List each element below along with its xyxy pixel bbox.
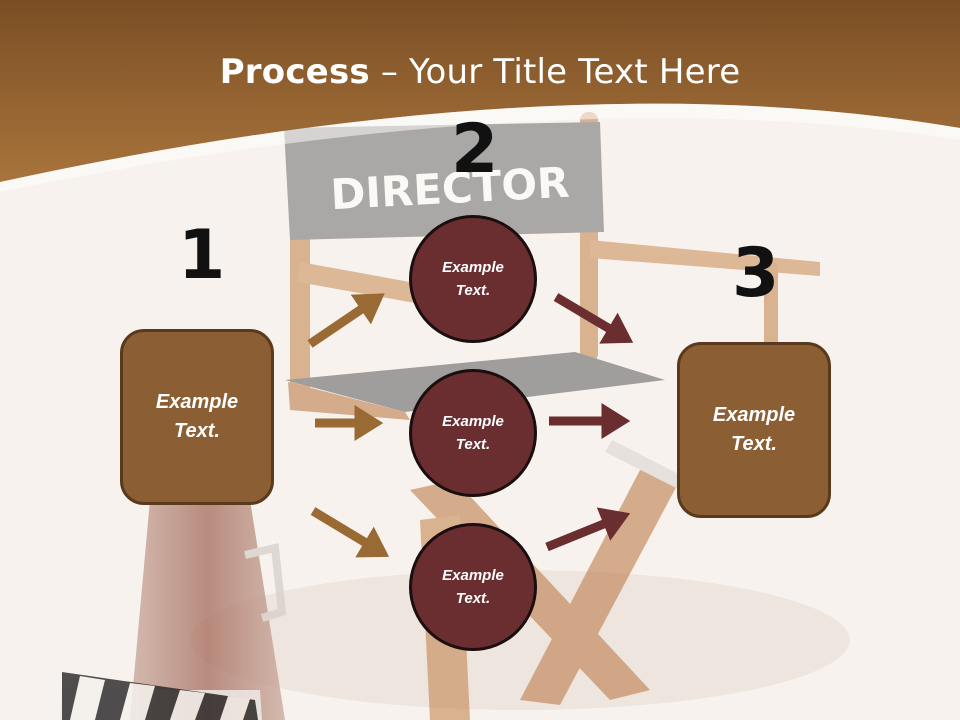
step-number-2: 2 (451, 110, 499, 189)
title-rest: – Your Title Text Here (369, 52, 741, 92)
clapperboard-image (60, 672, 262, 720)
step-number-3: 3 (732, 234, 780, 313)
slide-title: Process – Your Title Text Here (0, 52, 960, 92)
circle-top: Example Text. (409, 215, 537, 343)
arrow-box1-to-circle-top (307, 293, 385, 348)
circle-middle: Example Text. (409, 369, 537, 497)
arrow-circle-top-to-box3 (553, 293, 634, 344)
megaphone-image (130, 500, 287, 720)
circle-bottom-label: Example Text. (442, 567, 504, 607)
circle-middle-label: Example Text. (442, 413, 504, 453)
step-3-label: Example Text. (712, 404, 796, 455)
step-3-box: Example Text. (677, 342, 831, 518)
circle-top-label: Example Text. (442, 259, 504, 299)
title-bold: Process (219, 52, 370, 92)
header-band (0, 0, 960, 182)
step-1-box: Example Text. (120, 329, 274, 505)
step-1-label: Example Text. (155, 391, 239, 442)
circle-bottom: Example Text. (409, 523, 537, 651)
arrow-circle-bottom-to-box3 (545, 507, 631, 552)
arrow-box1-to-circle-bottom (310, 507, 390, 558)
step-number-1: 1 (178, 216, 226, 295)
